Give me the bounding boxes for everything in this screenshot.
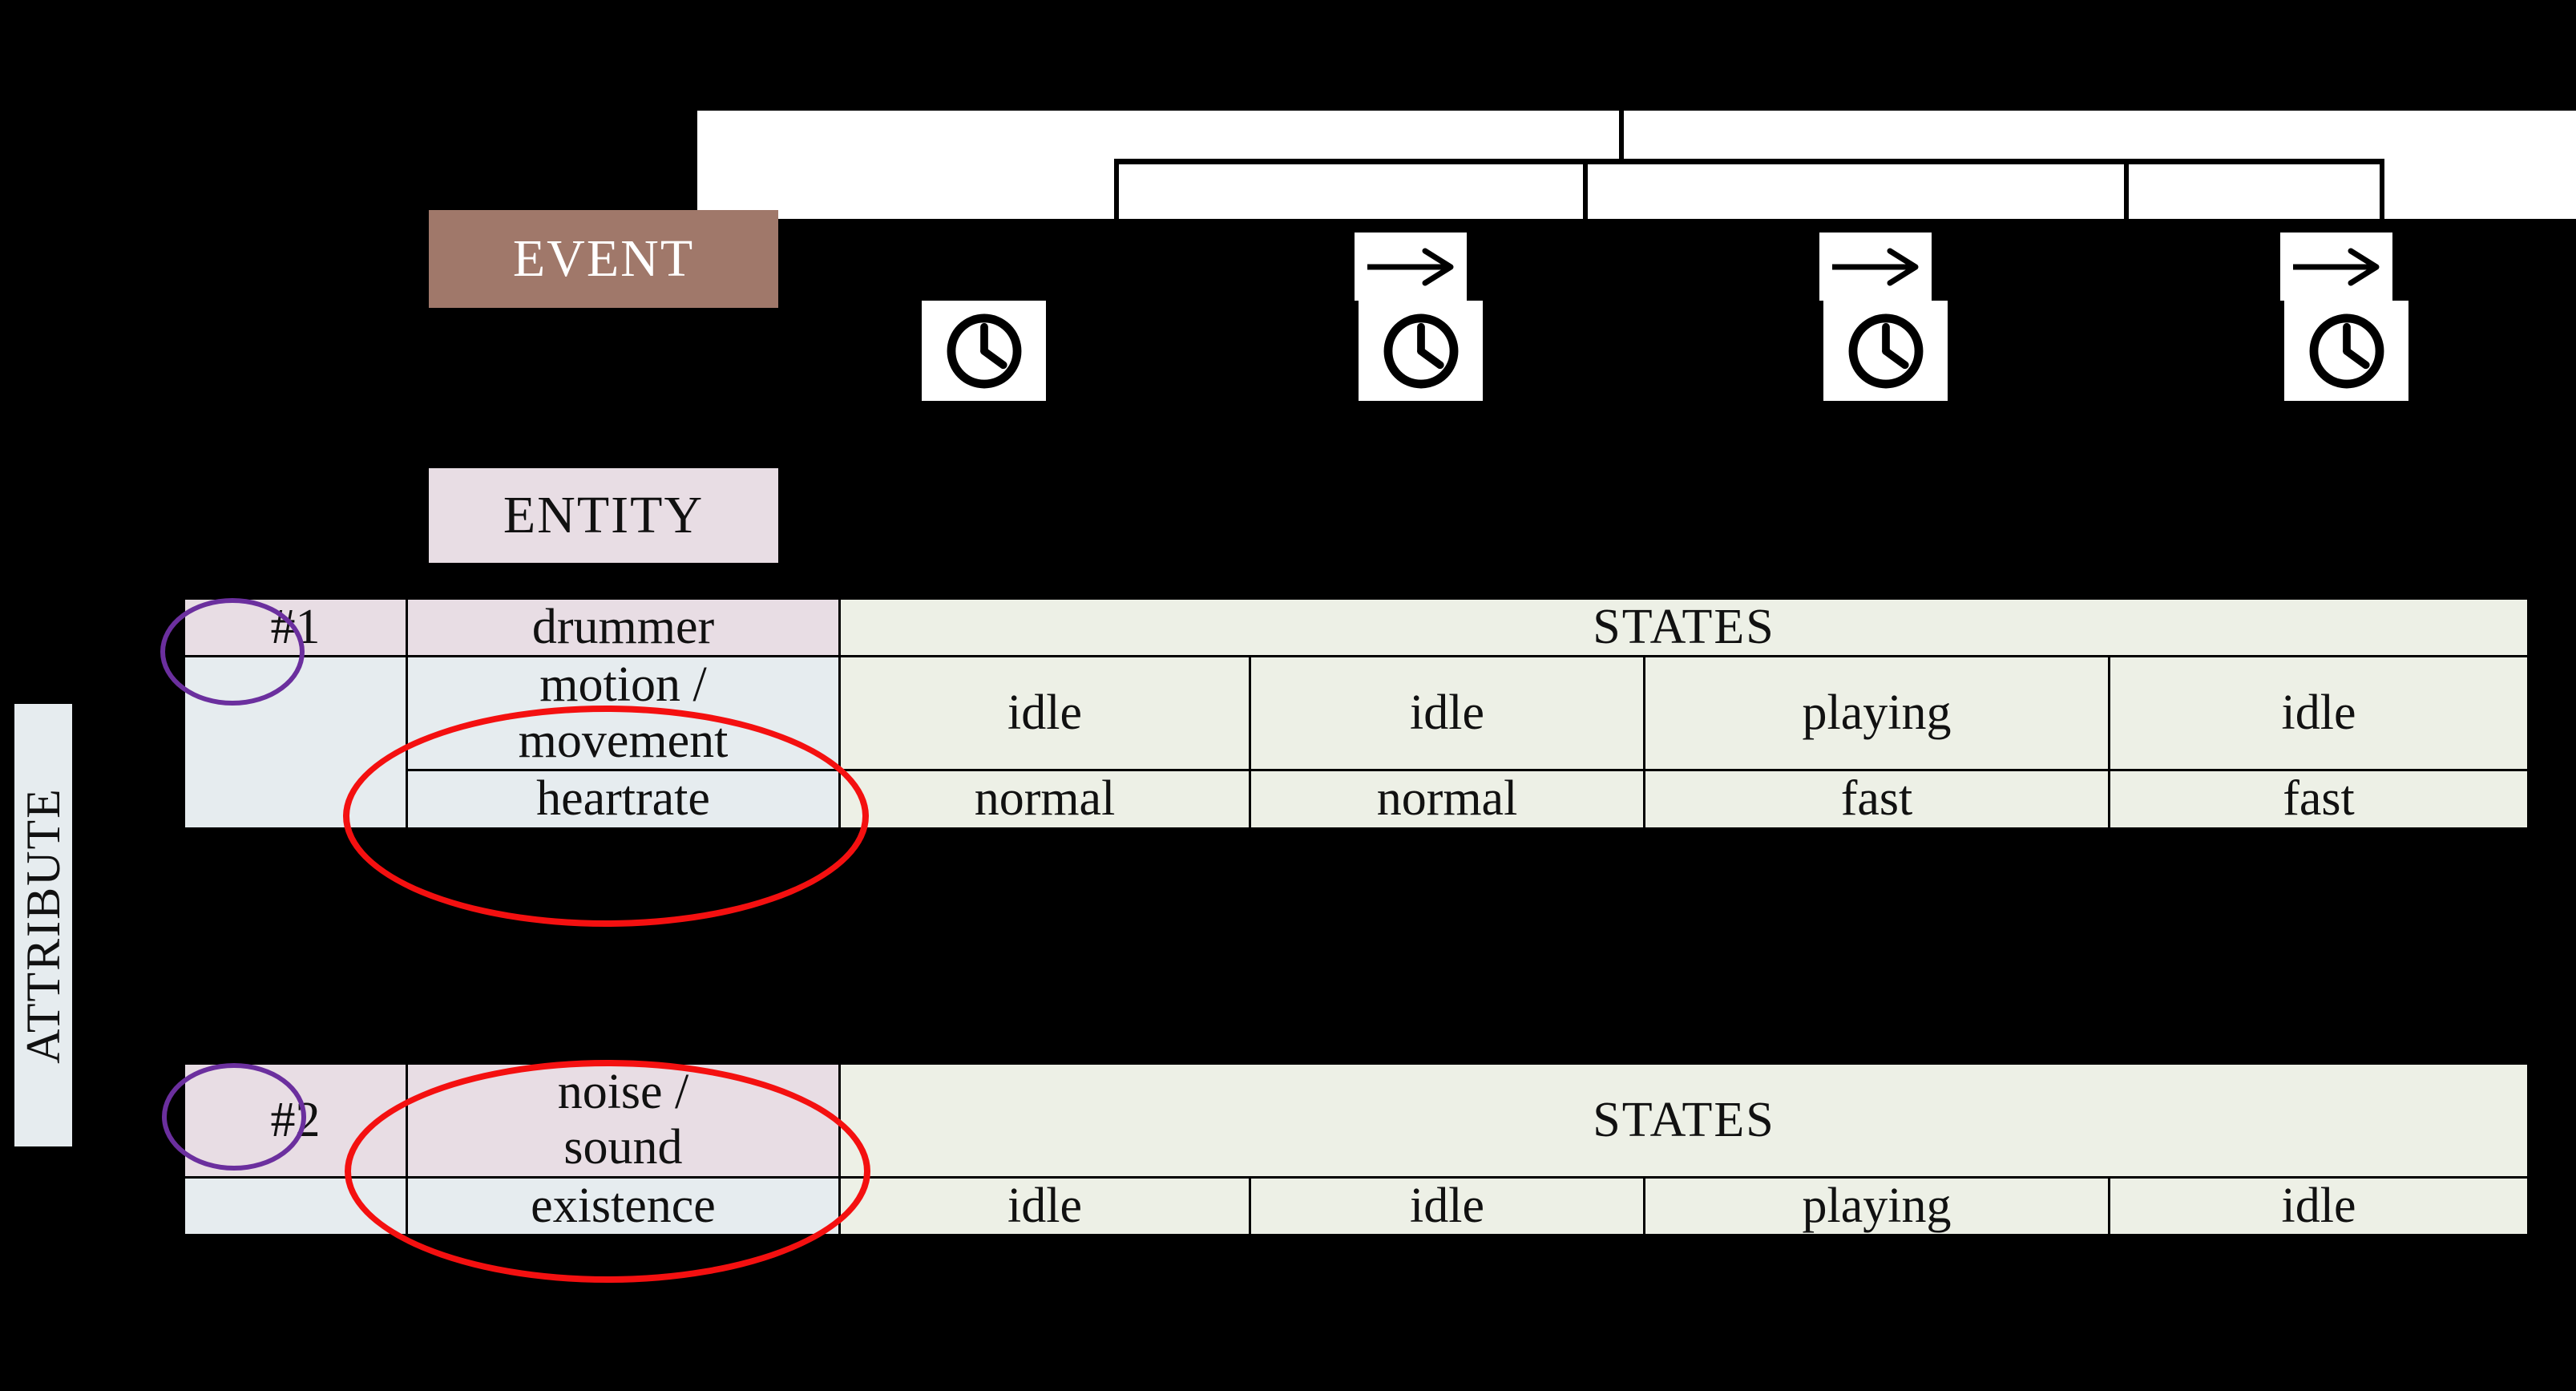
state-cell: playing	[1643, 1175, 2110, 1237]
timeline-tree-panel	[697, 111, 2576, 219]
states-header-cell: STATES	[838, 596, 2530, 658]
attribute-label-text: ATTRIBUTE	[16, 786, 70, 1064]
state-cell: idle	[838, 655, 1251, 772]
state-cell: idle	[2107, 1175, 2530, 1237]
entity-label-text: ENTITY	[503, 486, 705, 544]
highlight-ellipse-motion-movement	[343, 706, 869, 927]
state-cell: idle	[2107, 655, 2530, 772]
timeline-icon-1	[922, 301, 1046, 401]
tree-leg-1	[1114, 159, 1119, 219]
timeline-icon-3	[1819, 233, 1948, 401]
tree-crossbar	[1114, 159, 2384, 164]
clock-icon	[1359, 301, 1483, 401]
right-arrow-icon	[1355, 233, 1467, 301]
state-cell: idle	[1249, 655, 1645, 772]
right-arrow-icon	[2280, 233, 2392, 301]
event-label-text: EVENT	[512, 229, 695, 288]
clock-icon	[922, 301, 1046, 401]
state-cell: idle	[1249, 1175, 1645, 1237]
entity-name-cell: drummer	[406, 596, 841, 658]
tree-stem	[1619, 111, 1624, 162]
highlight-ellipse-noise-sound	[345, 1060, 870, 1283]
attribute-label: ATTRIBUTE	[14, 704, 72, 1146]
state-cell: fast	[2107, 769, 2530, 830]
right-arrow-icon	[1819, 233, 1932, 301]
entity-label: ENTITY	[429, 468, 778, 563]
tree-leg-3	[2124, 159, 2129, 219]
table-row: #1 drummer STATES	[183, 596, 2530, 658]
table-row: heartrate normal normal fast fast	[184, 769, 2530, 830]
event-label: EVENT	[429, 210, 778, 308]
tree-leg-4	[2380, 159, 2384, 219]
state-cell: normal	[838, 769, 1251, 830]
timeline-icon-4	[2280, 233, 2408, 401]
states-header-cell: STATES	[838, 1062, 2530, 1179]
state-cell: fast	[1643, 769, 2110, 830]
tree-leg-2	[1583, 159, 1588, 219]
state-cell: normal	[1249, 769, 1645, 830]
highlight-ellipse-id-1	[160, 598, 305, 706]
timeline-icon-2	[1355, 233, 1483, 401]
highlight-ellipse-id-2	[162, 1063, 306, 1171]
state-cell: idle	[838, 1175, 1251, 1237]
clock-icon	[1823, 301, 1948, 401]
attribute-line-1: motion /	[539, 657, 707, 713]
state-cell: playing	[1643, 655, 2110, 772]
clock-icon	[2284, 301, 2408, 401]
